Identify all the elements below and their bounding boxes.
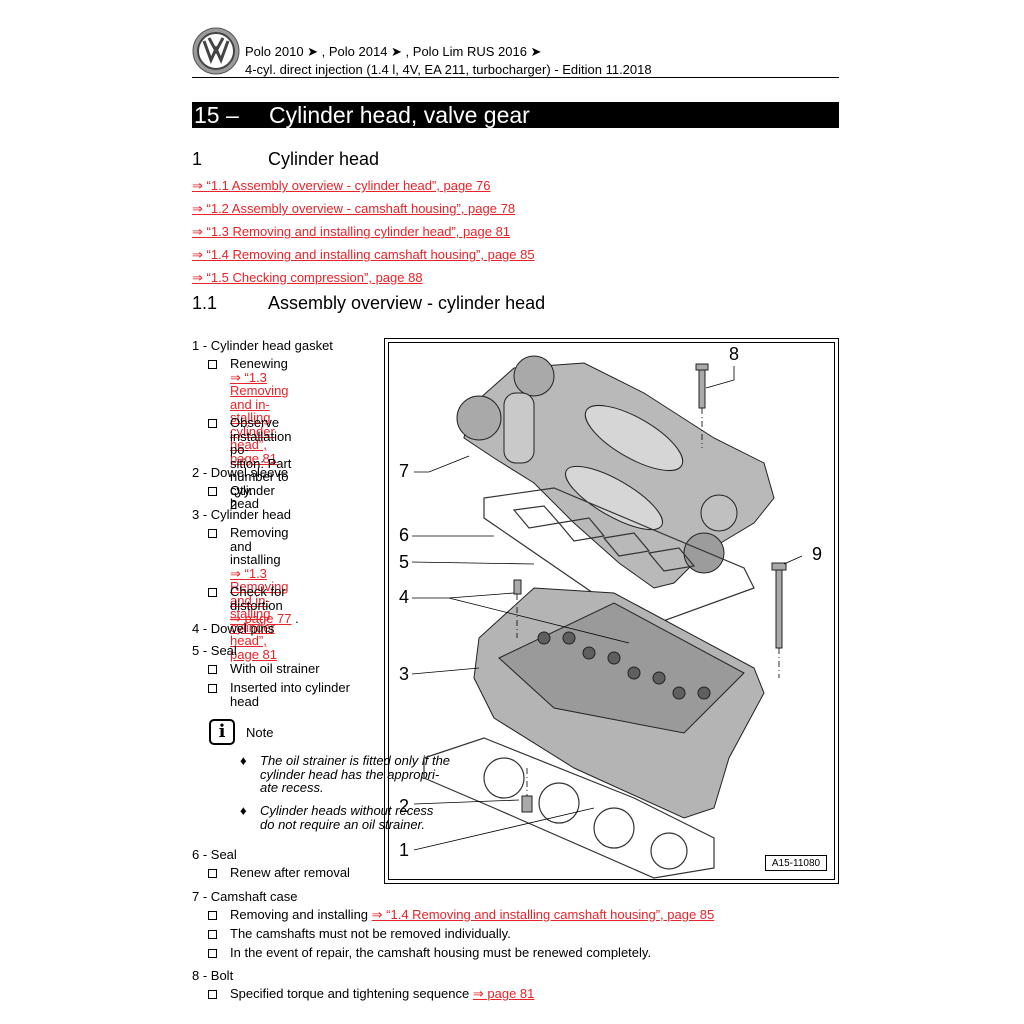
subsection-number: 1.1 <box>192 293 218 313</box>
bullet-text: Specified torque and tightening sequence <box>230 986 470 1001</box>
header-vehicle-line: Polo 2010 ➤ , Polo 2014 ➤ , Polo Lim RUS… <box>245 44 542 59</box>
link-removing-installing-cylinder-head[interactable]: stalling cylinder head”, <box>230 410 275 452</box>
checkbox-icon <box>208 360 217 369</box>
bullet-text: sition: Part number to <box>230 455 292 484</box>
note-label: Note <box>246 725 274 740</box>
bullet-text: . <box>295 611 299 626</box>
note-text: cylinder head has the appropri- <box>260 766 440 782</box>
chapter-title-bar: 15 – Cylinder head, valve gear <box>192 102 839 128</box>
link-removing-installing-camshaft-housing[interactable]: ⇒ “1.4 Removing and installing camshaft … <box>371 907 715 922</box>
link-page-77[interactable]: ⇒ page 77 <box>230 611 292 626</box>
checkbox-icon <box>208 930 217 939</box>
checkbox-icon <box>208 665 217 674</box>
checkbox-icon <box>208 949 217 958</box>
link-page-81[interactable]: ⇒ page 81 <box>472 986 535 1001</box>
item-3-heading: 3 - Cylinder head <box>192 507 291 522</box>
camshaft-housing-drawing <box>456 355 775 589</box>
item-1-heading: 1 - Cylinder head gasket <box>192 338 333 353</box>
bullet-text: Removing and installing <box>230 907 369 922</box>
checkbox-icon <box>208 529 217 538</box>
link-checking-compression[interactable]: ⇒ “1.5 Checking compression”, page 88 <box>192 270 423 285</box>
figure-reference-number: A15-11080 <box>765 855 827 871</box>
cylinder-head-exploded-view <box>411 355 803 879</box>
head-gasket-drawing <box>423 737 715 879</box>
camshaft-gasket-drawing <box>483 487 755 629</box>
link-removing-installing-cylinder-head[interactable]: page 81 <box>230 450 277 466</box>
link-removing-installing-camshaft-housing[interactable]: ⇒ “1.4 Removing and installing camshaft … <box>192 247 535 262</box>
bullet-text: Renewing <box>230 356 288 371</box>
link-assembly-overview-camshaft-housing[interactable]: ⇒ “1.2 Assembly overview - camshaft hous… <box>192 201 516 216</box>
callout-1: 1 <box>399 840 410 860</box>
cylinder-head-drawing <box>473 587 765 819</box>
bullet-text: Check for distortion <box>230 584 286 613</box>
item-7-heading: 7 - Camshaft case <box>192 889 298 904</box>
callout-4: 4 <box>399 587 410 607</box>
note-text: The oil strainer is fitted only if the <box>260 753 451 768</box>
note-text: Cylinder heads without recess <box>260 803 434 818</box>
bullet-text: Removing and installing <box>230 525 289 567</box>
figure-inner-frame <box>388 342 835 880</box>
header-divider <box>192 77 839 78</box>
item-2-heading: 2 - Dowel sleeve <box>192 465 289 480</box>
item-4-heading: 4 - Dowel pins <box>192 621 275 636</box>
chapter-number: 15 – <box>194 102 239 128</box>
bullet-text: Qty. 2 <box>230 483 253 512</box>
note-icon: i <box>209 719 235 745</box>
bullet-text: Observe installation po- <box>230 415 292 457</box>
callout-5: 5 <box>399 552 410 572</box>
checkbox-icon <box>208 487 217 496</box>
item-5-heading: 5 - Seal <box>192 643 237 658</box>
checkbox-icon <box>208 911 217 920</box>
bullet-text: In the event of repair, the camshaft hou… <box>230 945 652 960</box>
callout-9: 9 <box>812 544 823 564</box>
link-removing-installing-cylinder-head[interactable]: ⇒ “1.3 Removing and in- <box>230 369 289 412</box>
bullet-text: Inserted into cylinder <box>230 680 350 695</box>
bullet-text: head <box>230 693 259 709</box>
subsection-title: Assembly overview - cylinder head <box>268 293 546 313</box>
bullet-text: Renew after removal <box>230 865 350 880</box>
checkbox-icon <box>208 419 217 428</box>
callout-2: 2 <box>399 796 410 816</box>
diamond-bullet-icon: ♦ <box>240 803 247 818</box>
link-removing-installing-cylinder-head[interactable]: stalling cylinder head”, <box>230 606 275 648</box>
callout-3: 3 <box>399 664 410 684</box>
section-number: 1 <box>192 149 203 169</box>
bullet-text: With oil strainer <box>230 661 320 676</box>
bullet-text: The camshafts must not be removed indivi… <box>230 926 511 941</box>
callout-7: 7 <box>399 461 410 481</box>
checkbox-icon <box>208 684 217 693</box>
link-removing-installing-cylinder-head[interactable]: page 81 <box>230 646 277 662</box>
figure-frame <box>384 338 839 884</box>
link-assembly-overview-cylinder-head[interactable]: ⇒ “1.1 Assembly overview - cylinder head… <box>192 178 491 193</box>
chapter-title: Cylinder head, valve gear <box>269 102 530 128</box>
diamond-bullet-icon: ♦ <box>240 753 247 768</box>
callout-6: 6 <box>399 525 410 545</box>
link-removing-installing-cylinder-head[interactable]: ⇒ “1.3 Removing and in- <box>230 565 289 608</box>
note-text: ate recess. <box>260 780 324 795</box>
link-removing-installing-cylinder-head[interactable]: ⇒ “1.3 Removing and installing cylinder … <box>192 224 511 239</box>
checkbox-icon <box>208 990 217 999</box>
callout-8: 8 <box>729 344 740 364</box>
note-text: do not require an oil strainer. <box>260 816 426 832</box>
item-8-heading: 8 - Bolt <box>192 968 234 983</box>
checkbox-icon <box>208 869 217 878</box>
vw-logo-icon <box>192 27 240 75</box>
checkbox-icon <box>208 588 217 597</box>
header-engine-line: 4-cyl. direct injection (1.4 l, 4V, EA 2… <box>245 62 652 77</box>
bullet-text: cylinder head <box>230 482 275 511</box>
item-6-heading: 6 - Seal <box>192 847 237 862</box>
section-title: Cylinder head <box>268 149 380 169</box>
